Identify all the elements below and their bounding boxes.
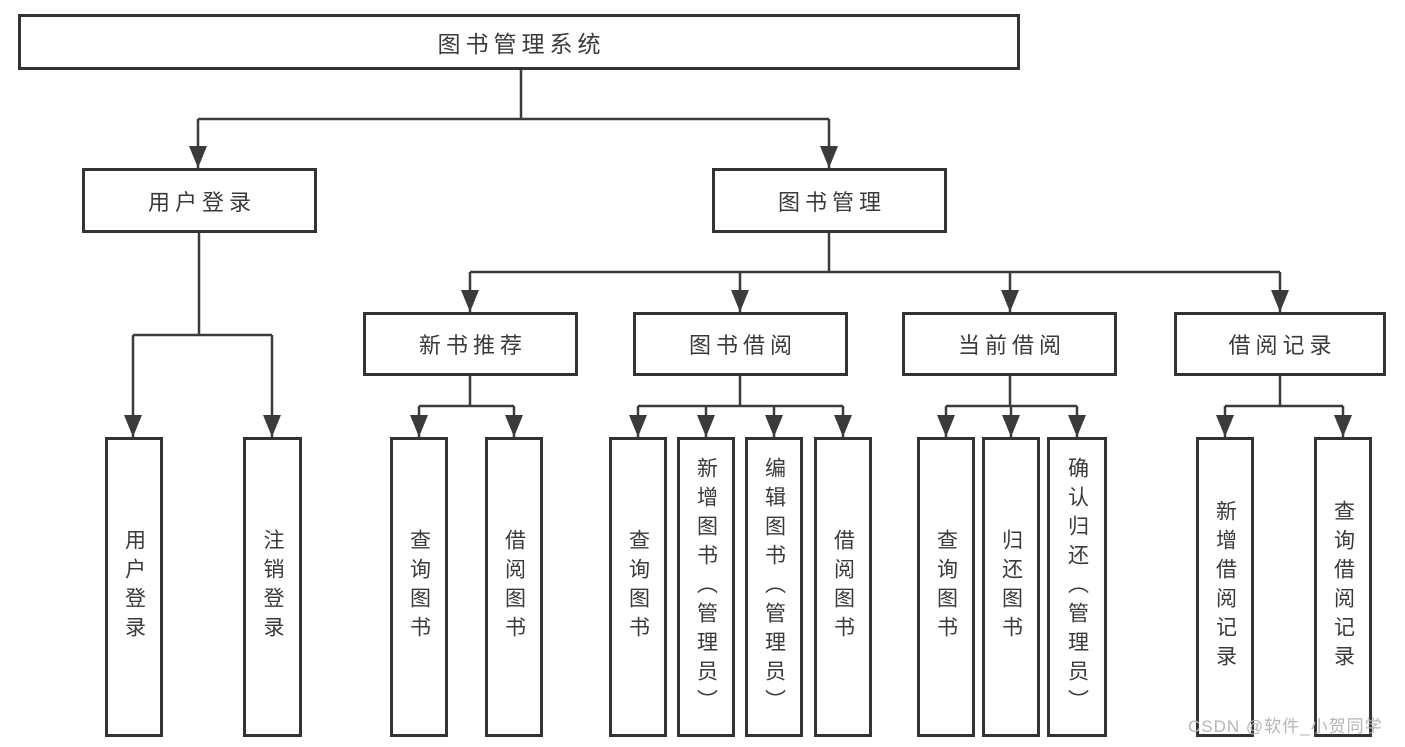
- node-user-login: 用户登录: [82, 168, 317, 233]
- leaf-label: 用户登录: [122, 529, 146, 645]
- node-label: 图书管理系统: [437, 31, 606, 57]
- node-borrow-record: 借阅记录: [1174, 312, 1386, 376]
- leaf-label: 借阅图书: [502, 529, 526, 645]
- leaf-logout: 注销登录: [243, 437, 302, 737]
- leaf-return-book: 归还图书: [982, 437, 1040, 737]
- watermark: CSDN @软件_小贺同学: [1188, 717, 1383, 736]
- leaf-query-borrow-record: 查询借阅记录: [1314, 437, 1372, 737]
- node-label: 新书推荐: [418, 333, 527, 358]
- leaf-label: 确认归还（管理员）: [1065, 456, 1089, 718]
- leaf-query-books-1: 查询图书: [390, 437, 448, 737]
- leaf-label: 查询图书: [934, 529, 958, 645]
- leaf-label: 借阅图书: [831, 529, 855, 645]
- leaf-label: 查询图书: [407, 529, 431, 645]
- leaf-label: 编辑图书（管理员）: [762, 456, 786, 718]
- node-label: 当前借阅: [957, 333, 1066, 358]
- leaf-label: 新增借阅记录: [1213, 500, 1237, 674]
- leaf-label: 注销登录: [261, 529, 285, 645]
- leaf-add-borrow-record: 新增借阅记录: [1196, 437, 1254, 737]
- leaf-edit-book-admin: 编辑图书（管理员）: [745, 437, 803, 737]
- node-root: 图书管理系统: [18, 14, 1020, 70]
- leaf-label: 新增图书（管理员）: [694, 456, 718, 718]
- leaf-add-book-admin: 新增图书（管理员）: [677, 437, 735, 737]
- node-label: 借阅记录: [1228, 333, 1337, 358]
- node-label: 图书管理: [777, 189, 886, 215]
- leaf-query-books-2: 查询图书: [609, 437, 667, 737]
- leaf-user-login: 用户登录: [105, 437, 163, 737]
- node-new-book-recommend: 新书推荐: [363, 312, 578, 376]
- node-book-borrow: 图书借阅: [633, 312, 848, 376]
- leaf-query-books-3: 查询图书: [917, 437, 975, 737]
- leaf-label: 查询图书: [626, 529, 650, 645]
- node-label: 用户登录: [147, 189, 256, 215]
- leaf-borrow-books-2: 借阅图书: [814, 437, 872, 737]
- node-book-management: 图书管理: [712, 168, 947, 233]
- leaf-confirm-return-admin: 确认归还（管理员）: [1047, 437, 1107, 737]
- leaf-borrow-books-1: 借阅图书: [485, 437, 543, 737]
- node-label: 图书借阅: [688, 333, 797, 358]
- leaf-label: 归还图书: [999, 529, 1023, 645]
- node-current-borrow: 当前借阅: [902, 312, 1117, 376]
- leaf-label: 查询借阅记录: [1331, 500, 1355, 674]
